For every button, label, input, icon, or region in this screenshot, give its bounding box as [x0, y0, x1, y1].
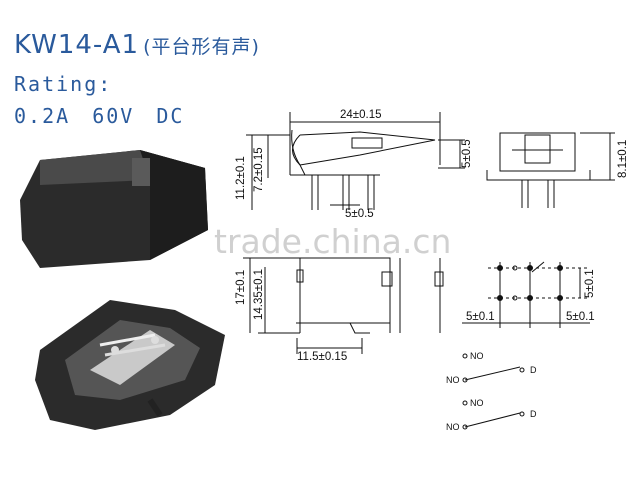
front-view	[243, 257, 444, 354]
watermark-text: trade.china.cn	[214, 222, 452, 261]
dim-top-pin-pitch: 5±0.5	[345, 208, 374, 220]
dim-front-height-total: 17±0.1	[235, 270, 247, 305]
model-title: KW14-A1(平台形有声)	[14, 30, 260, 60]
dim-footprint-vertical: 5±0.1	[584, 269, 596, 298]
dim-end-height: 8.1±0.1	[617, 140, 629, 178]
dim-top-height-body: 7.2±0.15	[253, 147, 265, 192]
schematic-com-1: D	[530, 365, 537, 375]
dim-top-lever-height: 5±0.5	[461, 139, 473, 168]
dim-front-depth: 11.5±0.15	[297, 351, 347, 363]
end-view	[486, 132, 615, 208]
schematic-nc-2: NO	[470, 398, 484, 408]
dim-footprint-left: 5±0.1	[466, 311, 495, 323]
footprint-pattern	[462, 261, 590, 328]
dim-top-height-total: 11.2±0.1	[235, 156, 247, 200]
schematic-no-1: NO	[446, 375, 460, 385]
rating-label: Rating:	[14, 72, 113, 96]
model-note: (平台形有声)	[143, 36, 260, 58]
switch-photo-top	[20, 150, 208, 268]
model-name: KW14-A1	[14, 30, 140, 60]
switch-photo-bottom	[35, 300, 225, 430]
schematic-com-2: D	[530, 409, 537, 419]
side-view	[246, 112, 465, 210]
dim-front-height-body: 14.35±0.1	[253, 269, 265, 320]
dim-footprint-right: 5±0.1	[566, 311, 595, 323]
schematic-nc-1: NO	[470, 351, 484, 361]
schematic-no-2: NO	[446, 422, 460, 432]
dim-top-length: 24±0.15	[340, 109, 382, 121]
switch-schematic	[462, 353, 525, 430]
rating-value: 0.2A 60V DC	[14, 104, 185, 128]
